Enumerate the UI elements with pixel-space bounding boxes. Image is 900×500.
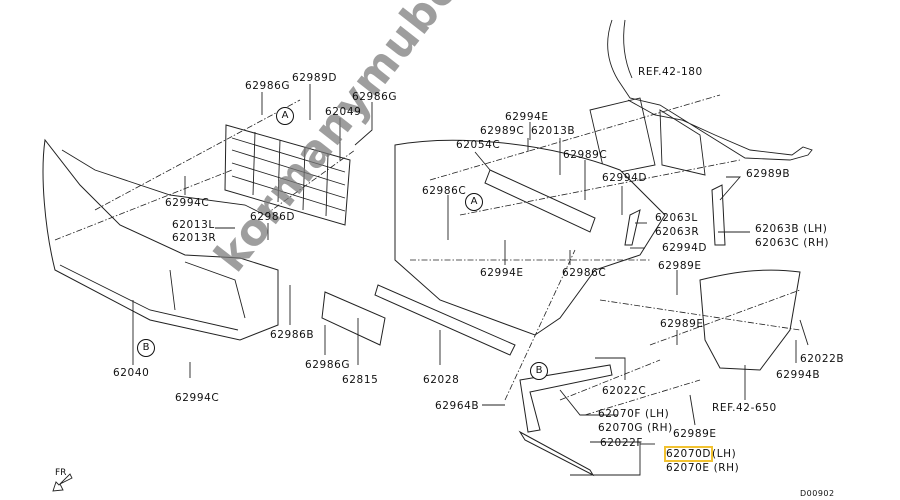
part-label-62994C[interactable]: 62994C xyxy=(165,197,210,209)
part-label-62989E[interactable]: 62989E xyxy=(658,260,702,272)
part-label-62070G[interactable]: 62070G (RH) xyxy=(598,422,673,434)
part-label-62013R[interactable]: 62013R xyxy=(172,232,217,244)
part-label-62986G[interactable]: 62986G xyxy=(305,359,351,371)
part-label-62063B[interactable]: 62063B (LH) xyxy=(755,223,828,235)
leader-lines xyxy=(132,84,809,476)
bracket-62063L xyxy=(624,209,641,246)
part-label-62989E[interactable]: 62989E xyxy=(673,428,717,440)
part-label-62986C[interactable]: 62986C xyxy=(422,185,467,197)
ref-label-42-650: REF.42-650 xyxy=(712,402,777,414)
part-label-62815[interactable]: 62815 xyxy=(342,374,379,386)
part-label-62070D-suffix: (LH) xyxy=(712,448,737,460)
part-label-62986G[interactable]: 62986G xyxy=(352,91,398,103)
part-label-62070F[interactable]: 62070F (LH) xyxy=(598,408,670,420)
part-label-62989E[interactable]: 62989E xyxy=(660,318,704,330)
lower-grille-62028 xyxy=(374,284,516,356)
bracket-62063B xyxy=(711,184,726,246)
callout-a: A xyxy=(465,193,483,211)
part-label-62022B[interactable]: 62022B xyxy=(800,353,845,365)
part-label-62022C[interactable]: 62022C xyxy=(602,385,647,397)
part-label-62022F[interactable]: 62022F xyxy=(600,437,644,449)
part-label-62989B[interactable]: 62989B xyxy=(746,168,791,180)
part-label-62986C[interactable]: 62986C xyxy=(562,267,607,279)
bumper-face-62040 xyxy=(42,138,279,341)
part-label-62989D[interactable]: 62989D xyxy=(292,72,338,84)
callout-b: B xyxy=(530,362,548,380)
part-label-62040[interactable]: 62040 xyxy=(113,367,150,379)
part-label-62994E[interactable]: 62994E xyxy=(505,111,549,123)
part-label-62070E[interactable]: 62070E (RH) xyxy=(666,462,740,474)
part-label-62994C[interactable]: 62994C xyxy=(175,392,220,404)
callout-b: B xyxy=(137,339,155,357)
part-label-62063R[interactable]: 62063R xyxy=(655,226,700,238)
reinforcement-62054C xyxy=(484,169,596,233)
part-label-62964B[interactable]: 62964B xyxy=(435,400,480,412)
part-label-62986G[interactable]: 62986G xyxy=(245,80,291,92)
part-label-62986D[interactable]: 62986D xyxy=(250,211,296,223)
part-label-62986B[interactable]: 62986B xyxy=(270,329,315,341)
garnish-62070F xyxy=(519,364,613,433)
part-label-62994D[interactable]: 62994D xyxy=(602,172,648,184)
ref-label-42-180: REF.42-180 xyxy=(638,66,703,78)
part-label-62054C[interactable]: 62054C xyxy=(456,139,501,151)
front-direction-arrow-icon xyxy=(52,473,73,492)
assembly-lines xyxy=(54,94,801,416)
part-label-62028[interactable]: 62028 xyxy=(423,374,460,386)
garnish-62070D xyxy=(518,430,595,477)
part-label-62989C[interactable]: 62989C xyxy=(563,149,608,161)
callout-a: A xyxy=(276,107,294,125)
drawing-code: D00902 xyxy=(800,489,835,498)
part-label-62013L[interactable]: 62013L xyxy=(172,219,215,231)
radiator-support-outline xyxy=(589,19,813,176)
part-label-62013B[interactable]: 62013B xyxy=(531,125,576,137)
part-label-62063L[interactable]: 62063L xyxy=(655,212,698,224)
part-label-62994E[interactable]: 62994E xyxy=(480,267,524,279)
fender-liner-ref xyxy=(699,269,801,371)
part-label-62994B[interactable]: 62994B xyxy=(776,369,821,381)
grille-62049 xyxy=(224,124,351,226)
part-label-62063C[interactable]: 62063C (RH) xyxy=(755,237,830,249)
part-label-62049[interactable]: 62049 xyxy=(325,106,362,118)
part-label-62994D[interactable]: 62994D xyxy=(662,242,708,254)
bumper-cover-upper xyxy=(394,139,666,336)
license-bracket-62815 xyxy=(321,291,386,346)
part-label-62070D-highlighted[interactable]: 62070D xyxy=(663,446,714,462)
part-label-62989C[interactable]: 62989C xyxy=(480,125,525,137)
front-direction-label: FR xyxy=(55,468,67,478)
